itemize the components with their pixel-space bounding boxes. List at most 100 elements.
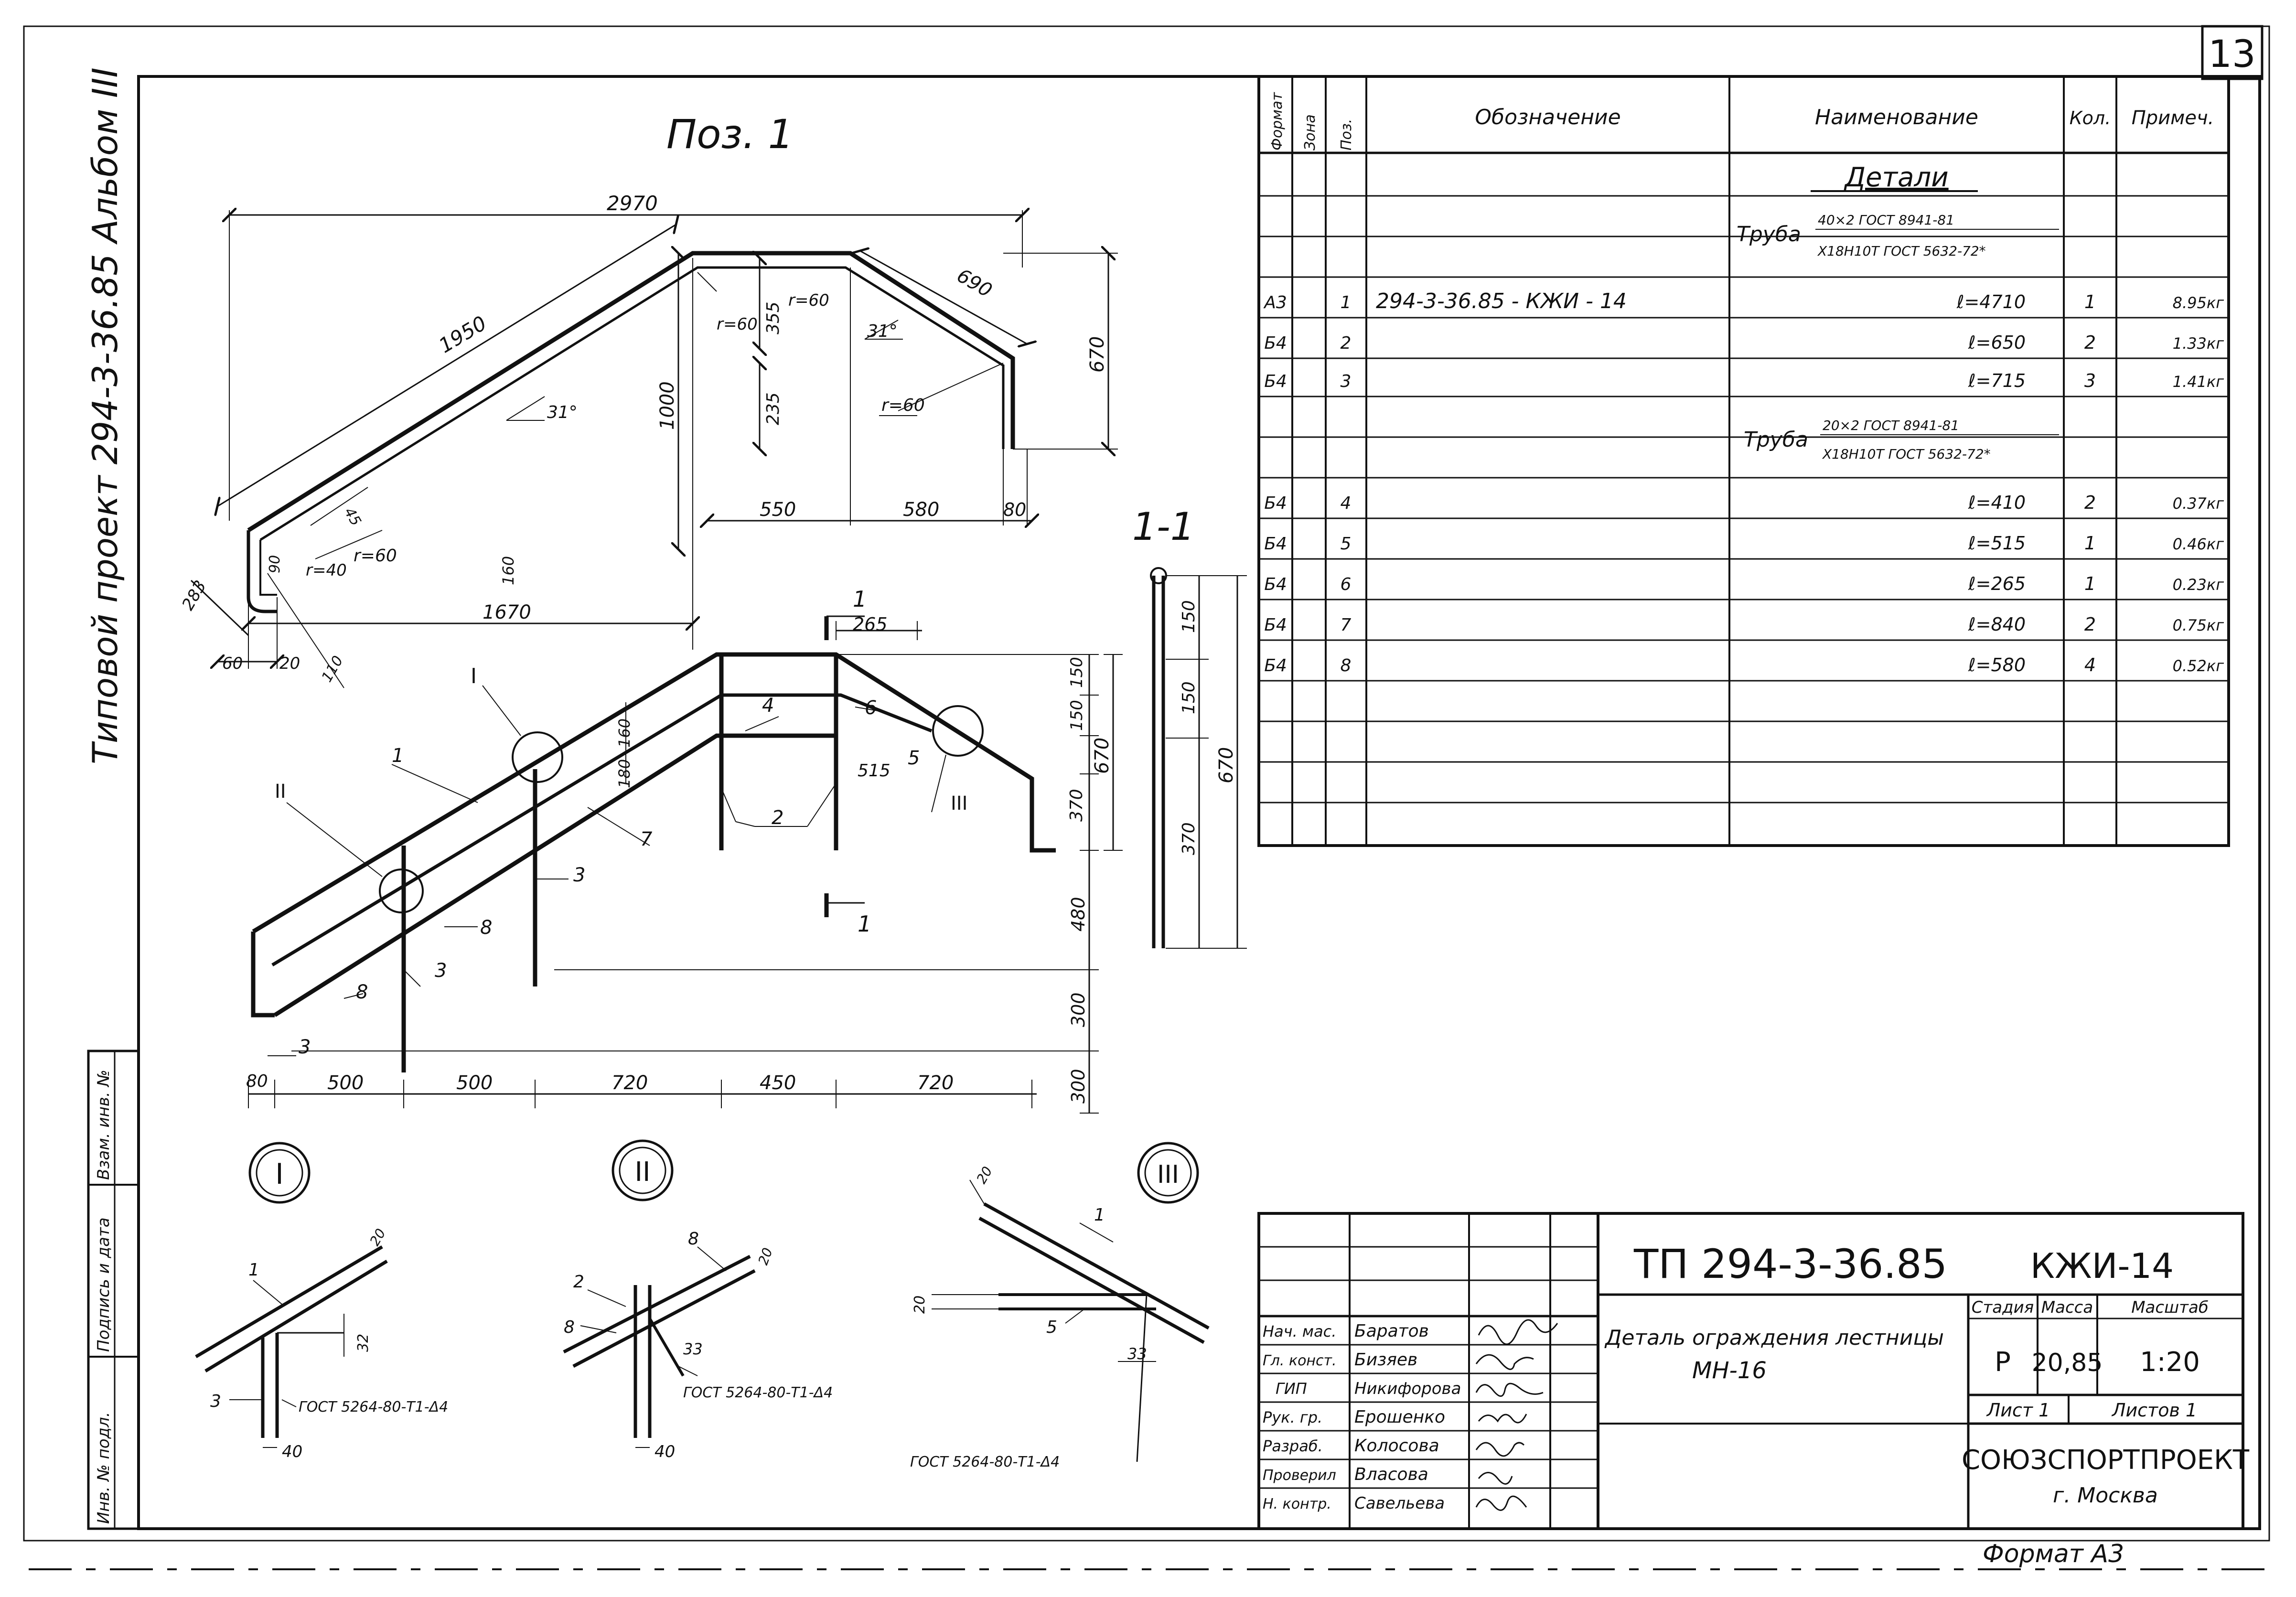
row7-name: ℓ=840 (1968, 614, 2026, 635)
detail-III: III 1 5 20 20 33 ГОСТ 5264-80-Т1-Δ4 (910, 1142, 1210, 1470)
material1-name: Труба (1737, 222, 1801, 247)
sheets-value: Листов 1 (2111, 1400, 2197, 1421)
row3-fmt: Б4 (1264, 372, 1287, 391)
doc-code: КЖИ-14 (2030, 1246, 2174, 1286)
detail-I-32: 32 (355, 1334, 372, 1352)
section-dim-370: 370 (1179, 822, 1199, 855)
dim-110: 110 (319, 653, 347, 685)
material2-top: 20×2 ГОСТ 8941-81 (1823, 418, 1959, 433)
description-line1: Деталь ограждения лестницы (1604, 1326, 1944, 1350)
drawing-title: Поз. 1 (666, 111, 794, 158)
section-dim-670: 670 (1215, 747, 1237, 783)
row6-qty: 1 (2084, 573, 2096, 594)
dim-150-frame-b: 150 (1067, 700, 1086, 731)
stamp-signature-date: Подпись и дата (94, 1217, 113, 1352)
pos-1: 1 (392, 745, 404, 767)
row5-name: ℓ=515 (1968, 533, 2026, 554)
section-dim-150-a: 150 (1179, 600, 1199, 633)
dim-370-frame: 370 (1067, 789, 1086, 822)
row6-fmt: Б4 (1264, 575, 1287, 594)
detail-I: I 1 3 32 20 40 ГОСТ 5264-80-Т1-Δ4 (195, 1142, 448, 1461)
mass-header: Масса (2041, 1298, 2093, 1317)
dim-500-b: 500 (456, 1072, 493, 1094)
header-pos: Поз. (1338, 119, 1355, 150)
row1-name: ℓ=4710 (1956, 291, 2026, 312)
detail-II-pos8-top: 8 (688, 1229, 699, 1249)
project-code: ТП 294-3-36.85 (1633, 1241, 1947, 1287)
side-project-label: Типовой проект 294-3-36.85 Альбом III (85, 67, 125, 764)
organization: СОЮЗСПОРТПРОЕКТ (1962, 1445, 2250, 1476)
header-note: Примеч. (2132, 107, 2214, 129)
detail-II-weld: ГОСТ 5264-80-Т1-Δ4 (683, 1384, 833, 1401)
description-line2: МН-16 (1692, 1357, 1767, 1384)
scale-value: 1:20 (2140, 1347, 2200, 1378)
detail-I-label: I (275, 1158, 284, 1191)
detail-III-33: 33 (1127, 1345, 1147, 1363)
detail-II-40: 40 (654, 1442, 675, 1461)
row3-qty: 3 (2084, 370, 2096, 391)
name-3: Ерошенко (1354, 1407, 1445, 1427)
dim-720-a: 720 (612, 1072, 648, 1094)
dim-80-top: 80 (1003, 499, 1026, 520)
role-0: Нач. мас. (1263, 1322, 1336, 1340)
role-5: Проверил (1263, 1467, 1336, 1484)
row4-note: 0.37кг (2173, 494, 2224, 513)
sheet-value: Лист 1 (1986, 1400, 2050, 1421)
detail-I-pos3: 3 (210, 1392, 221, 1411)
row8-name: ℓ=580 (1968, 654, 2026, 675)
row7-pos: 7 (1341, 615, 1352, 635)
row8-note: 0.52кг (2173, 657, 2224, 675)
stage-header: Стадия (1972, 1298, 2034, 1317)
row8-qty: 4 (2084, 654, 2096, 675)
row4-fmt: Б4 (1264, 493, 1287, 513)
name-0: Баратов (1354, 1321, 1429, 1341)
detail-I-weld: ГОСТ 5264-80-Т1-Δ4 (299, 1399, 448, 1415)
angle-31-a: 31° (547, 403, 578, 422)
section-dim-150-b: 150 (1179, 681, 1199, 714)
dim-500-a: 500 (327, 1072, 364, 1094)
pos-6: 6 (865, 697, 877, 719)
detail-II-pos8-left: 8 (564, 1318, 575, 1337)
row4-qty: 2 (2084, 492, 2096, 513)
angle-31-b: 31° (867, 322, 898, 341)
callout-III: III (951, 793, 967, 815)
detail-III-pos1: 1 (1094, 1205, 1105, 1225)
name-6: Савельева (1354, 1494, 1445, 1513)
header-designation: Обозначение (1475, 105, 1620, 129)
format-note: Формат А3 (1983, 1540, 2124, 1568)
header-qty: Кол. (2070, 107, 2111, 129)
row1-qty: 1 (2084, 291, 2096, 312)
section-details-title: Детали (1843, 162, 1948, 193)
dim-80-frame: 80 (246, 1072, 268, 1091)
name-5: Власова (1354, 1465, 1428, 1484)
header-format: Формат (1269, 92, 1286, 150)
dim-20-top: 20 (279, 654, 300, 673)
row4-name: ℓ=410 (1968, 492, 2026, 513)
detail-III-20-top: 20 (973, 1164, 995, 1186)
signatures (1475, 1319, 1558, 1511)
detail-I-20: 20 (366, 1226, 388, 1248)
section-mark-bottom: 1 (858, 911, 871, 937)
dim-450: 450 (760, 1072, 796, 1094)
sheet-frame: 13 Формат А3 (23, 25, 2270, 1570)
dim-480: 480 (1068, 897, 1089, 932)
stage-value: Р (1995, 1347, 2011, 1378)
material1-top: 40×2 ГОСТ 8941-81 (1818, 212, 1954, 228)
stamp-replace-inv: Взам. инв. № (94, 1070, 113, 1180)
section-label: 1-1 (1132, 504, 1195, 549)
row5-note: 0.46кг (2173, 535, 2224, 553)
dim-265: 265 (853, 614, 888, 635)
dim-670-top: 670 (1086, 336, 1108, 373)
dim-1670: 1670 (483, 601, 531, 623)
city: г. Москва (2053, 1483, 2158, 1508)
header-name: Наименование (1815, 105, 1978, 129)
dim-550: 550 (760, 499, 796, 521)
detail-III-label: III (1157, 1160, 1179, 1189)
row6-pos: 6 (1341, 575, 1352, 594)
mass-value: 20,85 (2032, 1349, 2103, 1377)
sheet-number: 13 (2208, 33, 2255, 76)
dim-45: 45 (341, 505, 364, 529)
dim-150-frame-a: 150 (1067, 657, 1086, 688)
pos-8-b: 8 (356, 981, 368, 1003)
section-1-1: 1-1 150 150 370 670 (1132, 504, 1247, 949)
